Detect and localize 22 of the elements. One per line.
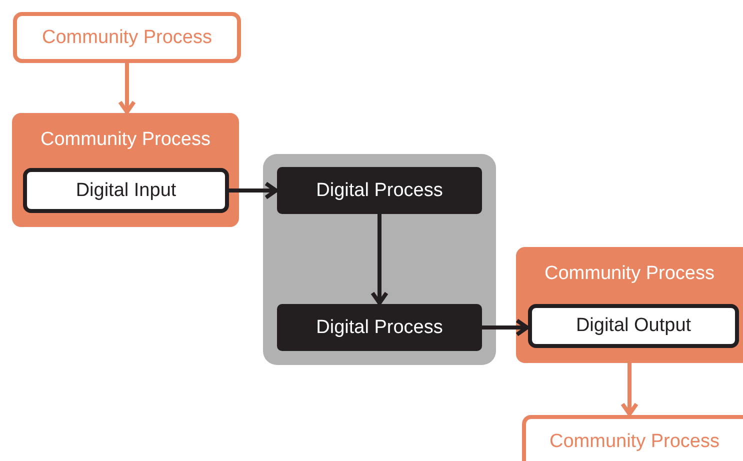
process-box [277, 167, 482, 214]
process-group [12, 113, 239, 227]
group-heading: Community Process [40, 129, 212, 151]
input-box [23, 168, 229, 213]
output-box [528, 304, 739, 348]
process-box [522, 415, 743, 461]
process-label: Digital Process [316, 180, 443, 202]
process-box [13, 12, 241, 63]
arrow [229, 182, 278, 200]
group-heading: Community Process [544, 263, 716, 285]
arrow [118, 63, 136, 114]
process-container [263, 154, 496, 365]
arrow [620, 363, 638, 416]
process-label: Community Process [42, 26, 212, 48]
process-label: Digital Input [76, 180, 176, 202]
arrow [482, 318, 529, 336]
process-label: Community Process [550, 431, 720, 453]
process-box [277, 304, 482, 351]
process-group [516, 247, 743, 363]
process-label: Digital Process [316, 316, 443, 338]
arrow [370, 214, 388, 305]
process-label: Digital Output [576, 315, 692, 337]
